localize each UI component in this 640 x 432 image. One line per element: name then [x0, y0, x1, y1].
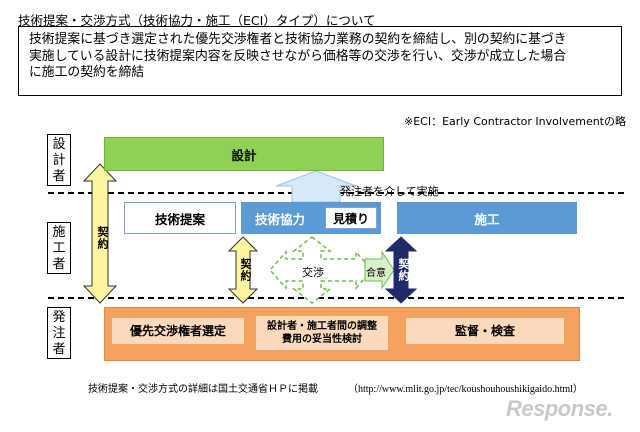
description-line-3: に施工の契約を締結	[29, 65, 145, 80]
footer-url[interactable]: （http://www.mlit.go.jp/tec/koushouhoushi…	[348, 384, 583, 395]
adjustment-line-1: 設計者・施工者間の調整	[267, 321, 377, 332]
agreement-label: 合意	[366, 268, 386, 279]
via-orderer-label: 発注者を介して実施	[340, 185, 439, 198]
row-label-designer: 設計者	[47, 134, 71, 186]
description-box: 技術提案に基づき選定された優先交渉権者と技術協力業務の契約を締結し、別の契約に基…	[18, 26, 622, 96]
negotiation-arrow	[268, 236, 374, 304]
contract-arrow-right	[384, 236, 418, 304]
contract-arrow-left	[82, 163, 118, 304]
response-logo: Response.	[506, 396, 613, 421]
contract-arrow-middle	[227, 236, 259, 304]
row-separator-2	[48, 297, 624, 299]
adjustment-line-2: 費用の妥当性検討	[282, 334, 362, 345]
row-label-constructor: 施工者	[47, 222, 71, 274]
contract-label-right: 契約	[397, 258, 410, 282]
design-box: 設計	[104, 137, 384, 171]
construction-box: 施工	[397, 202, 577, 234]
priority-selection-box: 優先交渉権者選定	[112, 318, 244, 344]
negotiation-label: 交渉	[302, 266, 324, 279]
contract-label-middle: 契約	[239, 258, 252, 282]
row-label-orderer: 発注者	[47, 307, 71, 359]
eci-note: ※ECI：Early Contractor Involvementの略	[404, 115, 626, 128]
contract-label-left: 契約	[96, 226, 109, 250]
estimate-box: 見積り	[325, 207, 377, 229]
footer-text: 技術提案・交渉方式の詳細は国土交通省ＨＰに掲載	[88, 384, 318, 395]
tech-proposal-box: 技術提案	[124, 202, 236, 234]
description-line-2: 実施している設計に技術提案内容を反映させながら価格等の交渉を行い、交渉が成立した…	[29, 48, 567, 64]
page-title: 技術提案・交渉方式（技術協力・施工（ECI）タイプ）について	[18, 13, 376, 28]
description-line-1: 技術提案に基づき選定された優先交渉権者と技術協力業務の契約を締結し、別の契約に基…	[29, 32, 567, 47]
supervision-box: 監督・検査	[406, 318, 564, 344]
agreement-arrow	[364, 250, 395, 290]
adjustment-box: 設計者・施工者間の調整 費用の妥当性検討	[256, 316, 388, 350]
